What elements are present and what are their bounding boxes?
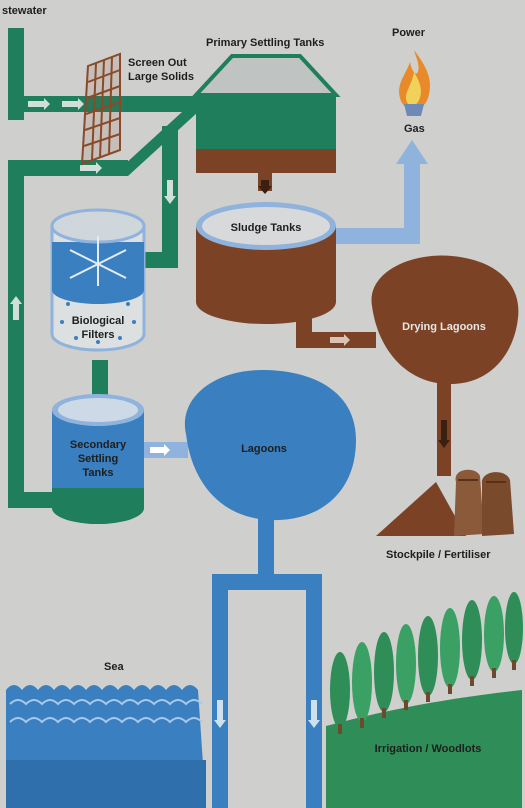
label-screen-line2: Large Solids <box>128 71 194 83</box>
primary-tank-water <box>196 95 336 149</box>
secondary-to-lagoons-pipe <box>144 442 188 458</box>
arrow-icon <box>214 700 226 728</box>
biological-filter <box>50 208 146 352</box>
green-pipes <box>8 28 198 508</box>
stockpile-heap <box>376 482 466 536</box>
arrow-icon <box>330 334 350 346</box>
label-secondary-line1: Secondary <box>70 439 127 451</box>
arrow-icon <box>80 162 102 174</box>
filter-inlet-pipe <box>140 252 178 268</box>
primary-tank-roof <box>191 54 341 97</box>
sea-wave-crests <box>9 699 203 724</box>
arrow-icon <box>438 420 450 448</box>
arrow-icon <box>258 180 272 194</box>
gas-arrow-head <box>396 140 428 164</box>
return-pipe-vertical <box>8 160 24 508</box>
return-pipe-diagonal <box>112 112 198 176</box>
green-pipe-arrows <box>10 98 176 320</box>
filter-media-dots <box>60 298 136 344</box>
drying-lagoon <box>371 255 519 385</box>
label-power: Power <box>392 27 426 39</box>
drying-to-stockpile-pipe <box>437 380 451 476</box>
label-stockpile: Stockpile / Fertiliser <box>386 549 491 561</box>
woodlots <box>326 592 523 808</box>
sprinkler-arms <box>69 236 127 286</box>
flame-icon <box>399 50 431 116</box>
stockpile <box>376 469 514 536</box>
label-biofilters-line2: Filters <box>81 329 114 341</box>
screen-grid <box>80 52 121 166</box>
label-sludge: Sludge Tanks <box>231 222 302 234</box>
label-drying: Drying Lagoons <box>402 321 486 333</box>
gas-pipe <box>330 140 428 244</box>
sludge-to-drying-pipe <box>296 300 376 348</box>
primary-settling-tank <box>191 54 341 173</box>
label-gas: Gas <box>404 123 425 135</box>
primary-tank-sludge <box>196 149 336 173</box>
label-secondary-line3: Tanks <box>83 467 114 479</box>
label-screen-line1: Screen Out <box>128 57 187 69</box>
arrow-icon <box>164 180 176 204</box>
label-lagoons: Lagoons <box>241 443 287 455</box>
arrow-icon <box>62 98 84 110</box>
labels: stewater Screen Out Large Solids Primary… <box>2 5 491 755</box>
label-sea: Sea <box>104 661 124 673</box>
tree-icons <box>330 592 523 734</box>
arrow-icon <box>10 296 22 320</box>
secondary-settling-tank <box>52 394 144 524</box>
label-primary: Primary Settling Tanks <box>206 37 324 49</box>
sludge-drop-pipe <box>258 173 272 194</box>
arrow-icon <box>28 98 50 110</box>
arrow-icon <box>150 444 170 456</box>
irrigation-field <box>326 690 522 808</box>
arrow-icon <box>308 700 320 728</box>
label-secondary-line2: Settling <box>78 453 118 465</box>
fertiliser-sack <box>454 469 484 536</box>
fertiliser-sack <box>481 472 514 536</box>
lagoon <box>184 370 356 521</box>
sludge-tank <box>196 202 336 324</box>
filter-to-secondary-pipe <box>92 360 108 400</box>
label-irrigation: Irrigation / Woodlots <box>375 743 482 755</box>
sea <box>6 685 206 808</box>
lagoon-outlet-pipe <box>212 516 322 808</box>
label-biofilters-line1: Biological <box>72 315 125 327</box>
return-pipe-bottom <box>8 492 56 508</box>
return-pipe-horizontal <box>8 160 128 176</box>
label-wastewater: stewater <box>2 5 47 17</box>
